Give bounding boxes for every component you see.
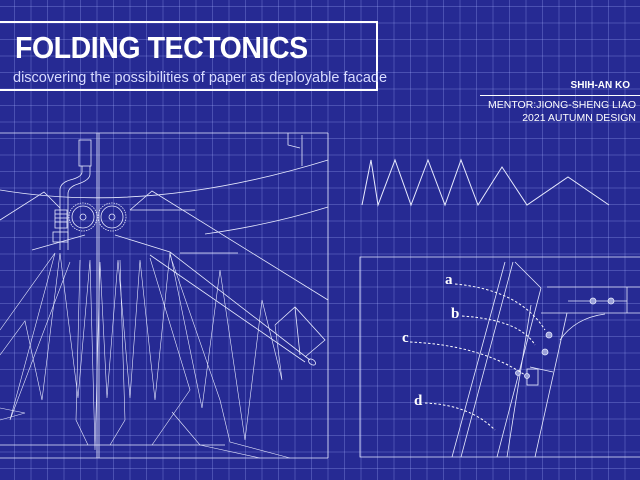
mentor-label: MENTOR:JIONG-SHENG LIAO — [488, 99, 636, 111]
title-frame — [0, 21, 378, 91]
page-subtitle: discovering the possibilities of paper a… — [13, 70, 388, 86]
term-label: 2021 AUTUMN DESIGN — [522, 112, 636, 124]
credits: MENTOR:JIONG-SHENG LIAO 2021 AUTUMN DESI… — [488, 99, 636, 125]
callout-c: c — [402, 330, 409, 346]
callout-a: a — [445, 272, 453, 288]
page-title: FOLDING TECTONICS — [15, 30, 308, 65]
author-name: SHIH-AN KO — [570, 80, 630, 91]
callout-b: b — [451, 306, 459, 322]
callout-d: d — [414, 393, 423, 409]
author-divider — [480, 95, 640, 96]
